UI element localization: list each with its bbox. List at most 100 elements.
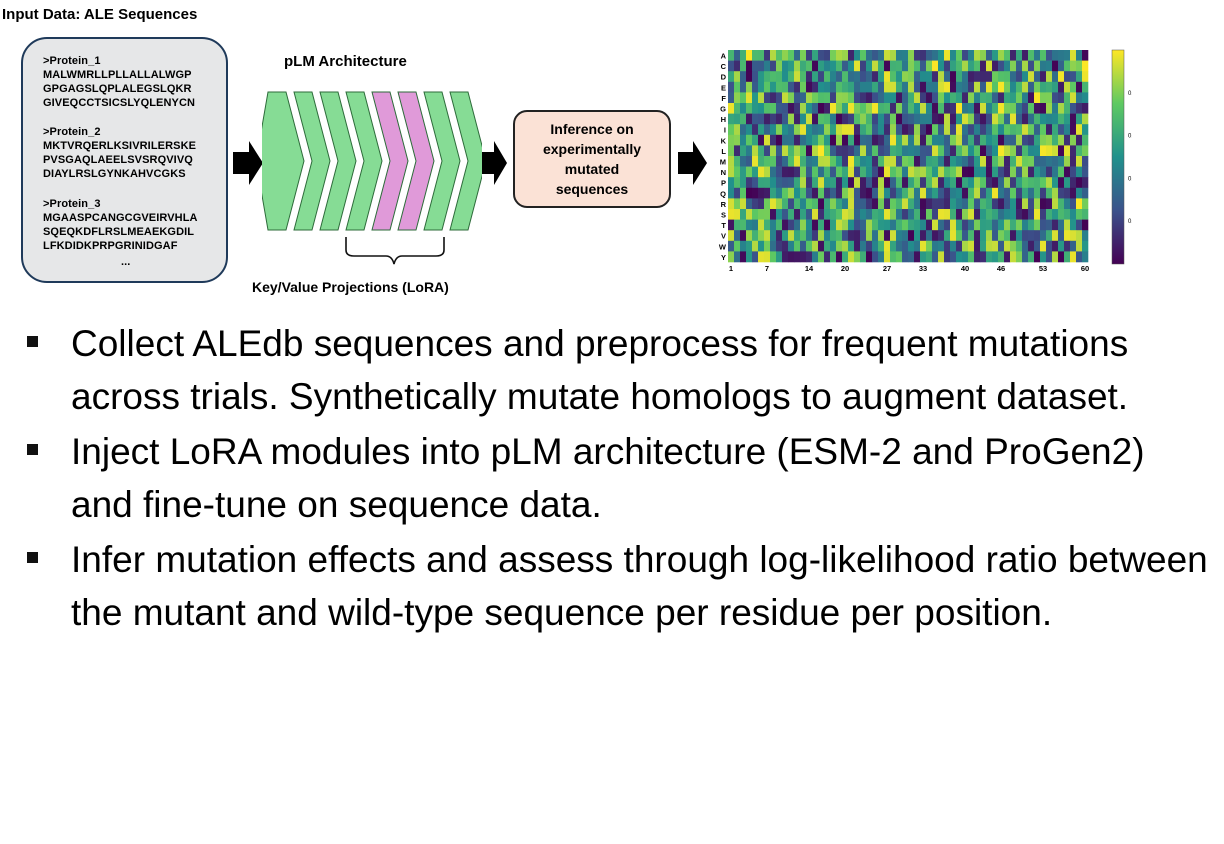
heatmap-cell (1082, 145, 1089, 157)
heatmap-cell (1040, 134, 1047, 146)
heatmap-cell (1028, 219, 1035, 231)
heatmap-cell (1034, 113, 1041, 125)
heatmap-cell (992, 60, 999, 72)
heatmap-cell (866, 166, 873, 178)
heatmap-cell (758, 219, 765, 231)
heatmap-cell (902, 71, 909, 83)
heatmap-cell (992, 81, 999, 93)
heatmap-cell (998, 134, 1005, 146)
heatmap-cell (956, 166, 963, 178)
heatmap-cell (770, 134, 777, 146)
heatmap-cell (968, 81, 975, 93)
heatmap-cell (848, 145, 855, 157)
heatmap-cell (824, 60, 831, 72)
heatmap-cell (860, 50, 867, 61)
heatmap-cell (992, 251, 999, 263)
heatmap-cell (872, 230, 879, 242)
heatmap-cell (746, 219, 753, 231)
heatmap-cell (914, 113, 921, 125)
heatmap-cell (878, 240, 885, 252)
heatmap-cell (1082, 92, 1089, 104)
heatmap-cell (980, 134, 987, 146)
heatmap-cell (1076, 103, 1083, 114)
heatmap-cell (860, 209, 867, 220)
heatmap-cell (806, 209, 813, 220)
heatmap-cell (848, 50, 855, 61)
heatmap-cell (800, 145, 807, 157)
heatmap-cell (1010, 145, 1017, 157)
protein-2-header: >Protein_2 (43, 126, 101, 138)
heatmap-cell (728, 240, 735, 252)
heatmap-cell (842, 134, 849, 146)
heatmap-cell (968, 71, 975, 83)
heatmap-cell (770, 230, 777, 242)
heatmap-cell (812, 177, 819, 189)
heatmap-col-tick: 46 (997, 264, 1005, 273)
inference-line-3: mutated (564, 161, 620, 177)
heatmap-cell (1076, 60, 1083, 72)
heatmap-cell (1004, 92, 1011, 104)
heatmap-cell (1052, 103, 1059, 114)
heatmap-cell (1040, 177, 1047, 189)
heatmap-cell (968, 113, 975, 125)
colorbar-tick: 0.6 (1128, 134, 1132, 140)
heatmap-cell (728, 134, 735, 146)
arrow-right-icon (678, 141, 707, 185)
heatmap-cell (932, 219, 939, 231)
heatmap-cell (770, 81, 777, 93)
heatmap-cell (914, 50, 921, 61)
heatmap-cell (1070, 240, 1077, 252)
heatmap-cell (830, 251, 837, 263)
heatmap-cell (908, 240, 915, 252)
heatmap-cell (968, 187, 975, 199)
heatmap-cell (872, 187, 879, 199)
heatmap-cell (1022, 187, 1029, 199)
heatmap-cell (872, 71, 879, 83)
heatmap-cell (1034, 134, 1041, 146)
heatmap-row-label: I (724, 126, 726, 135)
heatmap-cell (788, 124, 795, 136)
heatmap-cell (1016, 177, 1023, 189)
plm-layer-5 (371, 91, 409, 231)
heatmap-cell (806, 124, 813, 136)
protein-3-line-2: SQEQKDFLRSLMEAEKGDIL (43, 226, 195, 238)
heatmap-cell (1064, 230, 1071, 242)
heatmap-cell (956, 230, 963, 242)
heatmap-cell (842, 92, 849, 104)
heatmap-cell (830, 145, 837, 157)
heatmap-cell (1016, 50, 1023, 61)
inference-line-4: sequences (555, 181, 629, 197)
heatmap-row-label: F (721, 94, 726, 103)
heatmap-cell (968, 156, 975, 167)
heatmap-col-tick: 1 (729, 264, 733, 273)
heatmap-cell (920, 209, 927, 220)
heatmap-cell (728, 124, 735, 136)
heatmap-cell (890, 177, 897, 189)
heatmap-cell (788, 177, 795, 189)
heatmap-cell (758, 156, 765, 167)
heatmap-cell (860, 81, 867, 93)
heatmap-cell (728, 50, 735, 61)
heatmap-cell (1004, 166, 1011, 178)
heatmap-cell (920, 240, 927, 252)
heatmap-cell (926, 209, 933, 220)
heatmap-cell (902, 156, 909, 167)
heatmap-cell (1046, 209, 1053, 220)
heatmap-cell (1004, 251, 1011, 263)
heatmap-cell (824, 71, 831, 83)
heatmap-cell (878, 113, 885, 125)
heatmap-row-label: P (721, 179, 726, 188)
heatmap-cell (728, 156, 735, 167)
heatmap-cell (854, 177, 861, 189)
heatmap-cell (728, 230, 735, 242)
heatmap-cell (782, 166, 789, 178)
heatmap-cell (1022, 124, 1029, 136)
heatmap-row-label: H (721, 115, 726, 124)
heatmap-cell (1034, 156, 1041, 167)
heatmap-cell (734, 240, 741, 252)
heatmap-cell (830, 209, 837, 220)
heatmap-cell (944, 145, 951, 157)
heatmap-cell (746, 166, 753, 178)
heatmap-cell (890, 198, 897, 210)
heatmap-cell (860, 240, 867, 252)
